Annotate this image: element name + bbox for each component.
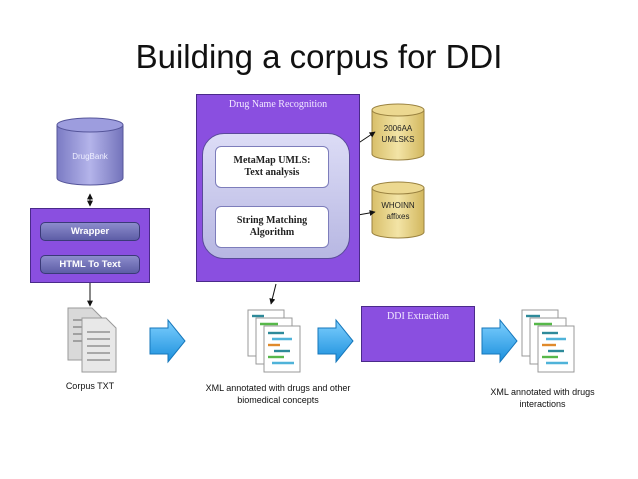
- whoinn-label: WHOINN affixes: [381, 201, 415, 221]
- drugbank-database-icon: [56, 117, 124, 186]
- slide-title: Building a corpus for DDI: [135, 38, 503, 75]
- wrapper-panel: Wrapper HTML To Text: [30, 208, 150, 283]
- string-matching-box: String Matching Algorithm: [236, 215, 308, 238]
- drugbank-label: DrugBank: [72, 152, 108, 161]
- whoinn-database-icon: [371, 181, 425, 239]
- ddi-extraction-header: DDI Extraction: [387, 311, 449, 322]
- corpus-document-icon: [67, 307, 117, 373]
- dnr-header: Drug Name Recognition: [228, 99, 328, 110]
- ddi-extraction-panel: DDI Extraction: [361, 306, 475, 362]
- xml-interactions-document-icon: [521, 309, 575, 373]
- drug-name-recognition-panel: Drug Name Recognition MetaMap UMLS: Text…: [196, 94, 360, 282]
- xml-drugs-label: XML annotated with drugs and other biome…: [205, 383, 351, 405]
- html-to-text-box: HTML To Text: [40, 255, 140, 274]
- xml-annotated-document-icon: [247, 309, 301, 373]
- umls-database-icon: [371, 103, 425, 161]
- xml-interactions-label: XML annotated with drugs interactions: [490, 387, 595, 409]
- wrapper-box: Wrapper: [40, 222, 140, 241]
- flow-arrow-2: [317, 318, 354, 364]
- flow-arrow-1: [149, 318, 186, 364]
- umls-label: 2006AA UMLSKS: [381, 124, 415, 144]
- metamap-box: MetaMap UMLS: Text analysis: [233, 155, 311, 178]
- dnr-inner-panel: MetaMap UMLS: Text analysis String Match…: [202, 133, 350, 259]
- dnr-xml-arrow: [269, 283, 277, 305]
- corpus-txt-label: Corpus TXT: [65, 381, 115, 391]
- flow-arrow-3: [481, 318, 518, 364]
